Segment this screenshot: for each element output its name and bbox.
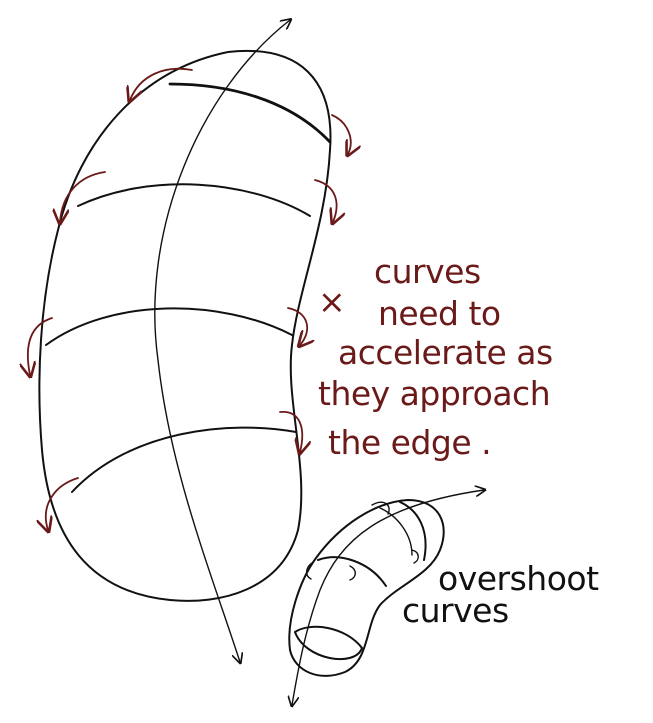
overshoot-arrow-7 [279,411,302,452]
overshoot-arrow-2 [331,114,351,154]
overshoot-label-line-1: overshoot [438,559,599,598]
small-overshoot-tick-4 [349,565,356,581]
small-cylinder-axis-arrow [292,490,484,705]
annotation-line-1: curves [374,252,481,291]
annotation-mark: × [318,282,345,321]
overshoot-arrow-4 [314,179,337,222]
center-axis-arrow [154,20,290,662]
annotation-line-2: need to [378,294,501,333]
overshoot-arrow-5 [28,317,53,375]
small-overshoot-tick-1 [371,501,390,515]
overshoot-arrow-1 [130,67,193,100]
small-cylinder-top-ring-back [379,507,413,556]
overshoot-label: overshoot curves [402,559,600,630]
annotation-line-3: accelerate as [338,333,553,372]
overshoot-arrow-8 [46,477,79,530]
small-cylinder-outline [288,499,445,677]
small-cylinder-top-ring [399,501,427,561]
small-overshoot-tick-3 [305,562,313,580]
annotation-line-5: the edge . [328,423,491,462]
annotation-line-4: they approach [318,374,550,413]
cross-contour-4 [71,426,297,493]
overshoot-label-line-2: curves [402,591,509,630]
cross-contour-2 [77,183,311,217]
small-overshoot-tick-2 [411,549,419,564]
large-bean-outline [38,49,332,602]
cross-contour-1 [168,82,332,144]
large-bean-form [38,20,332,662]
acceleration-annotation: × curves need to accelerate as they appr… [318,252,553,462]
small-cylinder-bottom-cap [294,625,363,661]
cross-contour-3 [45,307,293,346]
small-cylinder-form [289,490,484,705]
overshoot-arrows [28,67,351,530]
overshoot-arrow-3 [60,171,106,222]
overshoot-arrow-6 [287,307,307,345]
